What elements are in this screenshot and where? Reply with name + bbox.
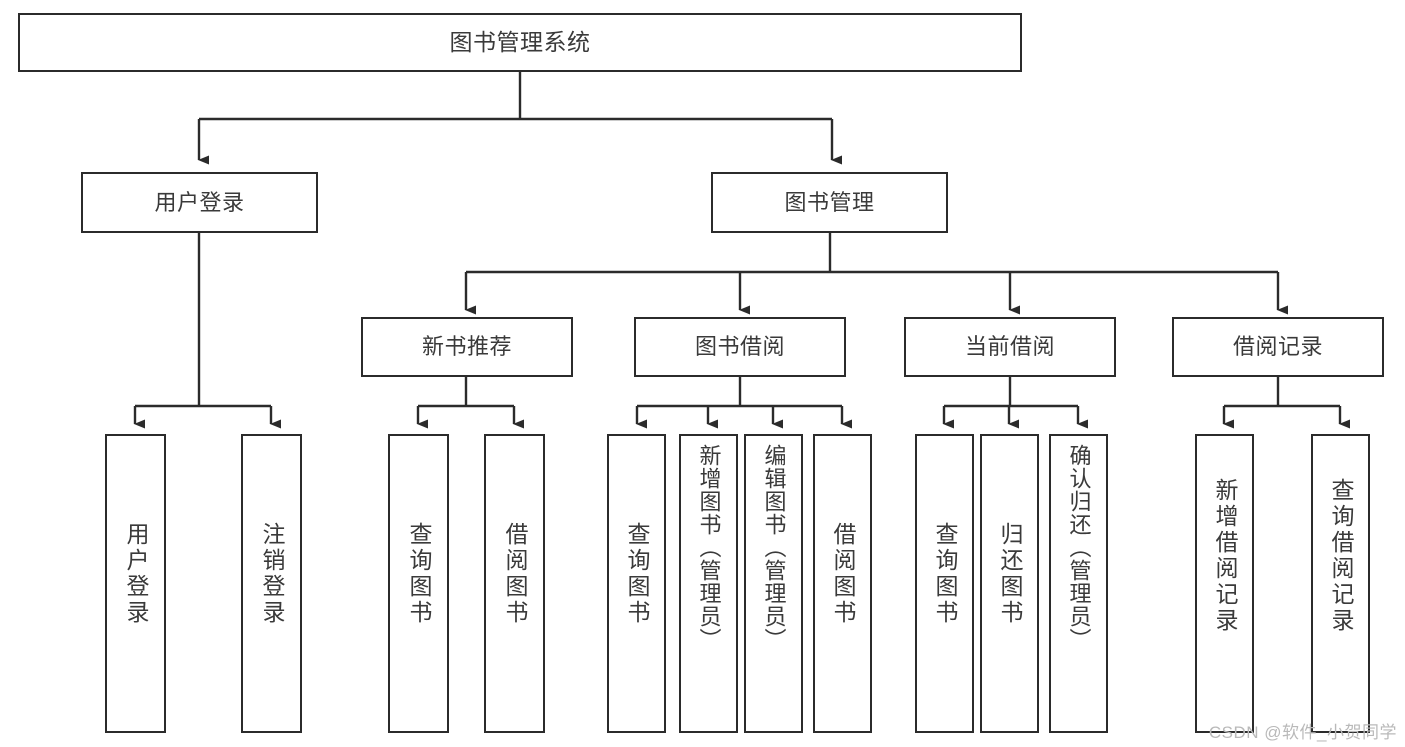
node-label: 当前借阅 xyxy=(964,334,1055,360)
leaf-user-login[interactable]: 用户登录 xyxy=(105,434,166,733)
node-new-book-recommend[interactable]: 新书推荐 xyxy=(361,317,573,377)
node-current-borrow[interactable]: 当前借阅 xyxy=(904,317,1116,377)
node-book-borrow[interactable]: 图书借阅 xyxy=(634,317,846,377)
node-label: 确认归还（管理员） xyxy=(1066,444,1092,651)
leaf-logout-login[interactable]: 注销登录 xyxy=(241,434,302,733)
leaf-add-record[interactable]: 新增借阅记录 xyxy=(1195,434,1254,733)
node-label: 查询图书 xyxy=(624,522,650,626)
node-borrow-record[interactable]: 借阅记录 xyxy=(1172,317,1384,377)
leaf-query-book-3[interactable]: 查询图书 xyxy=(915,434,974,733)
node-label: 图书管理系统 xyxy=(449,28,591,55)
leaf-borrow-book-2[interactable]: 借阅图书 xyxy=(813,434,872,733)
leaf-borrow-book-1[interactable]: 借阅图书 xyxy=(484,434,545,733)
leaf-return-book[interactable]: 归还图书 xyxy=(980,434,1039,733)
csdn-watermark: CSDN @软件_小贺同学 xyxy=(1208,723,1397,742)
node-label: 借阅图书 xyxy=(502,522,528,626)
node-label: 查询借阅记录 xyxy=(1328,478,1354,634)
node-label: 查询图书 xyxy=(406,522,432,626)
node-label: 图书管理 xyxy=(784,189,875,215)
node-label: 用户登录 xyxy=(123,522,149,626)
node-label: 编辑图书（管理员） xyxy=(761,444,787,651)
node-label: 新增借阅记录 xyxy=(1212,478,1238,634)
node-label: 借阅图书 xyxy=(830,522,856,626)
leaf-query-record[interactable]: 查询借阅记录 xyxy=(1311,434,1370,733)
node-book-management[interactable]: 图书管理 xyxy=(711,172,948,233)
node-book-management-system[interactable]: 图书管理系统 xyxy=(18,13,1022,72)
leaf-add-book[interactable]: 新增图书（管理员） xyxy=(679,434,738,733)
node-label: 归还图书 xyxy=(997,522,1023,626)
node-label: 借阅记录 xyxy=(1232,334,1323,360)
node-user-login[interactable]: 用户登录 xyxy=(81,172,318,233)
node-label: 新增图书（管理员） xyxy=(696,444,722,651)
node-label: 查询图书 xyxy=(932,522,958,626)
node-label: 注销登录 xyxy=(259,522,285,626)
leaf-edit-book[interactable]: 编辑图书（管理员） xyxy=(744,434,803,733)
leaf-confirm-return[interactable]: 确认归还（管理员） xyxy=(1049,434,1108,733)
node-label: 用户登录 xyxy=(154,189,245,215)
node-label: 新书推荐 xyxy=(421,334,512,360)
node-label: 图书借阅 xyxy=(694,334,785,360)
leaf-query-book-2[interactable]: 查询图书 xyxy=(607,434,666,733)
leaf-query-book-1[interactable]: 查询图书 xyxy=(388,434,449,733)
